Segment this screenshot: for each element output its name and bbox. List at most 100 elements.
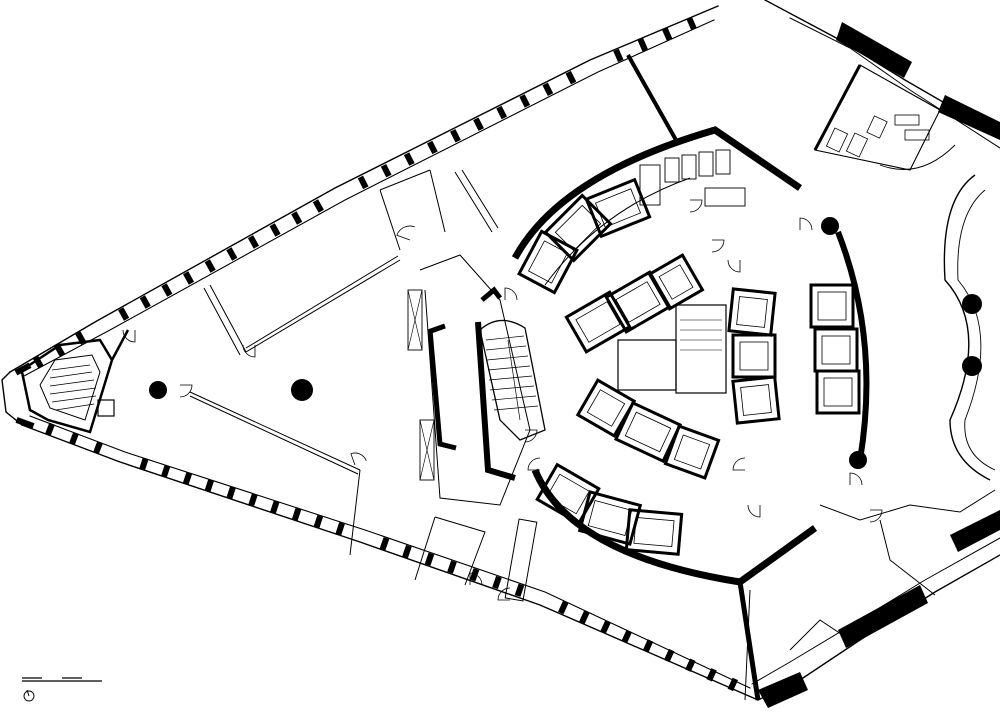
- office-pod: [535, 462, 601, 526]
- window-mullion: [447, 560, 457, 574]
- window-mullion: [514, 583, 525, 597]
- scale-bar-icon: [22, 677, 102, 682]
- door-swing-icon: [727, 259, 741, 273]
- door-swing-icon: [122, 329, 136, 343]
- window-mullion: [727, 677, 739, 692]
- inner-ring-rooms: [617, 304, 727, 394]
- window-mullion: [706, 668, 717, 682]
- window-mullion: [270, 500, 280, 514]
- stair-icon: [49, 364, 97, 411]
- door-swing-icon: [869, 509, 883, 523]
- office-pod: [575, 378, 637, 438]
- door-swing-icon: [242, 344, 256, 358]
- window-mullion: [248, 493, 258, 507]
- window-mullion: [118, 307, 130, 321]
- office-pod: [564, 290, 632, 354]
- door-swing-icon: [179, 384, 193, 398]
- window-mullion: [32, 355, 44, 369]
- window-mullion: [335, 522, 345, 536]
- window-mullions-south: [45, 422, 739, 692]
- window-mullion: [312, 199, 324, 213]
- door-swing-icon: [732, 457, 746, 471]
- outer-curved-wall-south: [531, 468, 818, 586]
- office-pod: [624, 508, 684, 556]
- window-mullion: [473, 117, 484, 131]
- restroom-stalls-north: [639, 149, 746, 207]
- door-swing-icon: [799, 217, 813, 231]
- restroom-block: [813, 64, 956, 171]
- window-mullion: [492, 575, 502, 590]
- window-mullion: [685, 658, 696, 672]
- window-mullion: [313, 514, 324, 529]
- west-stair-core: [20, 329, 130, 434]
- window-mullion: [182, 471, 193, 486]
- door-swing-icon: [689, 199, 703, 213]
- window-mullion: [226, 247, 238, 261]
- door-swing-icon: [849, 472, 863, 486]
- window-mullion: [426, 140, 438, 155]
- window-mullion: [291, 211, 303, 225]
- window-mullion: [613, 48, 624, 63]
- office-pod: [731, 375, 781, 425]
- door-swing-icon: [504, 287, 518, 301]
- east-curved-facade: [943, 174, 996, 481]
- window-mullion: [204, 259, 216, 273]
- window-mullion: [542, 82, 554, 96]
- window-mullion: [269, 223, 281, 237]
- structural-column-icon: [149, 379, 313, 401]
- window-mullion: [600, 620, 611, 634]
- window-mullion: [357, 175, 369, 190]
- office-pods: [517, 177, 861, 556]
- office-pod: [663, 424, 721, 480]
- window-mullion: [402, 544, 412, 559]
- window-mullion: [469, 568, 480, 582]
- door-swing-icon: [469, 572, 483, 586]
- office-pod: [584, 177, 652, 239]
- window-mullion: [424, 552, 435, 566]
- window-mullion: [69, 431, 79, 446]
- window-mullion: [662, 27, 673, 41]
- window-mullion: [642, 639, 654, 653]
- solid-wall-segments: [14, 22, 1000, 708]
- window-mullion: [93, 441, 103, 455]
- window-mullion: [450, 129, 461, 143]
- door-swings: [122, 199, 883, 601]
- office-pod: [731, 333, 777, 379]
- corridor-wall-east: [737, 581, 761, 701]
- window-mullion: [663, 648, 675, 663]
- west-partitions: [189, 169, 446, 556]
- outer-curved-wall-north: [511, 126, 802, 260]
- door-swing-icon: [524, 429, 538, 443]
- window-mullion: [139, 457, 149, 471]
- door-swing-icon: [747, 504, 761, 518]
- window-mullion: [686, 16, 697, 31]
- window-mullion: [637, 38, 648, 52]
- window-mullion: [291, 507, 302, 522]
- window-mullion: [565, 70, 577, 85]
- southeast-partitions: [744, 489, 996, 701]
- door-swing-icon: [497, 587, 511, 601]
- office-pod: [813, 327, 859, 373]
- window-mullion: [380, 164, 392, 178]
- east-curved-wall: [835, 230, 870, 461]
- office-pod: [815, 369, 861, 415]
- window-mullions-north: [32, 16, 697, 369]
- office-pod: [517, 229, 579, 295]
- window-mullion: [183, 271, 195, 285]
- office-pod: [727, 287, 777, 337]
- window-mullion: [45, 422, 55, 436]
- central-stair-core: [407, 254, 546, 506]
- window-mullion: [204, 479, 214, 493]
- window-mullion: [161, 283, 173, 297]
- stair-icon: [485, 335, 539, 421]
- south-partitions: [414, 516, 538, 602]
- office-pod: [809, 283, 855, 329]
- door-swing-icon: [527, 457, 541, 471]
- door-swing-icon: [396, 225, 415, 241]
- north-partitions: [454, 54, 678, 233]
- window-mullion: [226, 486, 236, 500]
- window-mullion: [247, 235, 259, 249]
- window-mullion: [579, 610, 590, 624]
- door-swing-icon: [350, 452, 367, 466]
